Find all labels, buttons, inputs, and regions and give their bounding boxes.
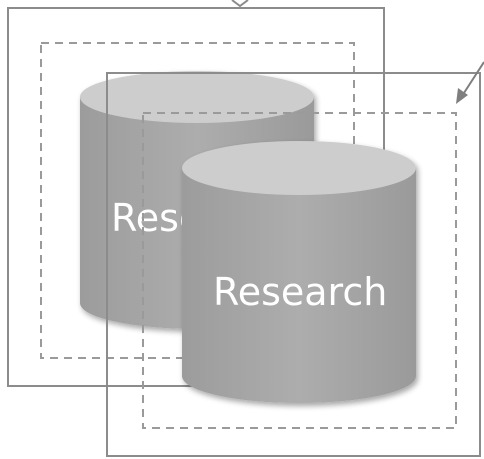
front-database-label: Research (213, 270, 387, 314)
front-dashed-frame (142, 112, 457, 429)
front-outer-frame (106, 72, 481, 457)
arrow-pointer-icon (456, 61, 484, 104)
front-group: Research (106, 72, 481, 457)
front-database-cylinder (182, 141, 416, 403)
back-connector-mark (231, 0, 249, 8)
